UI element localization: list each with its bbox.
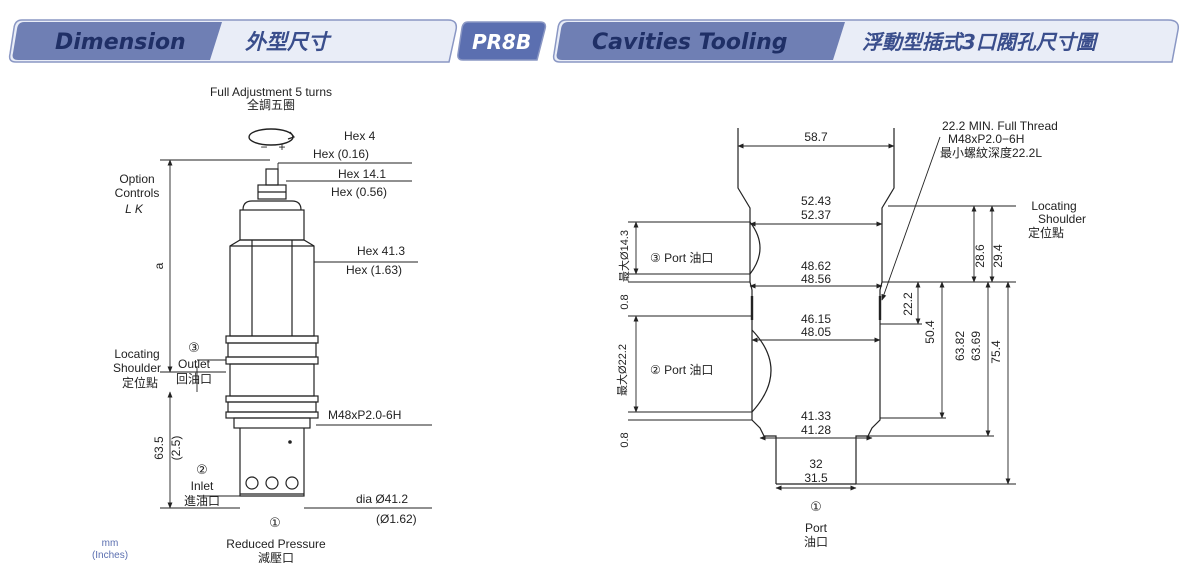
port2-label: ② Port 油口: [650, 363, 713, 377]
dim-41-28: 41.28: [801, 423, 831, 437]
port1-label-en: Port: [805, 521, 828, 535]
locating-label-1: Locating: [114, 347, 159, 361]
dim-63-69: 63.69: [969, 331, 983, 361]
hex413-label: Hex 41.3: [357, 244, 405, 258]
valve-dimension-lines: [160, 159, 432, 509]
header-banner: Dimension 外型尺寸 PR8B Cavities Tooling 浮動型…: [8, 19, 1180, 63]
dim-63-82: 63.82: [953, 331, 967, 361]
reduced-label-zh: 減壓口: [258, 550, 294, 565]
port3-arc: [749, 221, 761, 275]
option-label-1: Option: [119, 172, 154, 186]
dia-label: dia Ø41.2: [356, 492, 408, 506]
max-dia-14-3: 最大Ø14.3: [617, 230, 631, 282]
cavities-title-zh: 浮動型插式3口閥孔尺寸圖: [862, 30, 1099, 54]
port3-label: ③ Port 油口: [650, 251, 713, 265]
dimension-title-en: Dimension: [55, 30, 186, 55]
option-label-3: L K: [125, 202, 144, 216]
hex-body-41: [229, 239, 315, 337]
dia-inch-label: (Ø1.62): [376, 512, 417, 526]
stem-hex4: [265, 168, 279, 186]
thread-label: M48xP2.0-6H: [328, 408, 401, 422]
dimension-title-zh: 外型尺寸: [245, 30, 332, 54]
cavities-tab-dark: [556, 22, 845, 60]
cavity-labels: 58.7 52.43 52.37 48.62 48.56 46.15 48.05…: [615, 119, 1086, 549]
length-label: 63.5: [152, 436, 166, 460]
gap-0-8-upper: 0.8: [619, 294, 631, 309]
cavity-right-wall: [855, 128, 895, 484]
gap-0-8-lower: 0.8: [619, 432, 631, 447]
upper-body: [239, 209, 305, 241]
port1-label-zh: 油口: [804, 535, 828, 549]
dim-32: 32: [809, 457, 823, 471]
inlet-label-zh: 進油口: [184, 494, 220, 508]
dim-52-43: 52.43: [801, 194, 831, 208]
adjust-label-en: Full Adjustment 5 turns: [210, 85, 332, 99]
locating-label-zh: 定位點: [122, 375, 158, 390]
port1-number: ①: [810, 499, 822, 514]
lower-sleeve: [239, 428, 305, 497]
option-label-2: Controls: [115, 186, 160, 200]
dim-75-4: 75.4: [989, 340, 1003, 364]
port1-number: ①: [269, 515, 281, 530]
dim-41-33: 41.33: [801, 409, 831, 423]
port2-arc: [751, 329, 772, 413]
max-dia-22-2: 最大Ø22.2: [615, 344, 629, 396]
cavities-title-en: Cavities Tooling: [592, 30, 788, 55]
dim-52-37: 52.37: [801, 208, 831, 222]
dim-28-6: 28.6: [973, 244, 987, 268]
locating-label-zh: 定位點: [1028, 225, 1064, 240]
inlet-label-en: Inlet: [191, 479, 214, 493]
length-inch-label: (2.5): [169, 436, 183, 461]
port3-number: ③: [188, 340, 200, 355]
model-badge: [457, 21, 547, 61]
locating-label-1: Locating: [1031, 199, 1076, 213]
plus-sign: +: [278, 140, 285, 154]
adjust-label-zh: 全調五圈: [247, 97, 295, 112]
hex141-label: Hex 14.1: [338, 167, 386, 181]
locating-label-2: Shoulder: [1038, 212, 1086, 226]
port2-number: ②: [196, 462, 208, 477]
adjust-rotation-icon: [248, 128, 294, 146]
dim-29-4: 29.4: [991, 244, 1005, 268]
thread-note-3: 最小螺紋深度22.2L: [940, 145, 1042, 160]
model-code: PR8B: [472, 30, 531, 54]
locating-label-2: Shoulder: [113, 361, 161, 375]
thread-section: [233, 417, 311, 429]
units-label-inches: (Inches): [92, 550, 128, 561]
units-label-mm: mm: [102, 538, 119, 549]
dim-48-62: 48.62: [801, 259, 831, 273]
outlet-label-zh: 回油口: [176, 372, 212, 386]
dim-50-4: 50.4: [923, 320, 937, 344]
dim-46-15: 46.15: [801, 312, 831, 326]
dim-a-label: a: [152, 262, 166, 269]
hex141-inch-label: Hex (0.56): [331, 185, 387, 199]
hex413-inch-label: Hex (1.63): [346, 263, 402, 277]
dim-31-5: 31.5: [804, 471, 828, 485]
reduced-label-en: Reduced Pressure: [226, 537, 326, 551]
thread-note-2: M48xP2.0−6H: [948, 132, 1024, 146]
dim-48-56: 48.56: [801, 272, 831, 286]
dim-48-05: 48.05: [801, 325, 831, 339]
technical-drawing: Full Adjustment 5 turns 全調五圈 − + Hex 4 H…: [92, 85, 1086, 565]
dim-58-7: 58.7: [804, 130, 828, 144]
thread-note-1: 22.2 MIN. Full Thread: [942, 119, 1058, 133]
hex4-inch-label: Hex (0.16): [313, 147, 369, 161]
cavity-dimension-lines: [628, 136, 1016, 491]
valve-drawing: [225, 128, 319, 497]
cavity-left-wall: [737, 128, 777, 484]
dim-22-2: 22.2: [901, 292, 915, 316]
outlet-label-en: Outlet: [178, 357, 211, 371]
minus-sign: −: [260, 140, 267, 154]
hex4-label: Hex 4: [344, 129, 376, 143]
valve-labels: Full Adjustment 5 turns 全調五圈 − + Hex 4 H…: [92, 85, 417, 565]
dimension-tab-dark: [12, 22, 222, 60]
